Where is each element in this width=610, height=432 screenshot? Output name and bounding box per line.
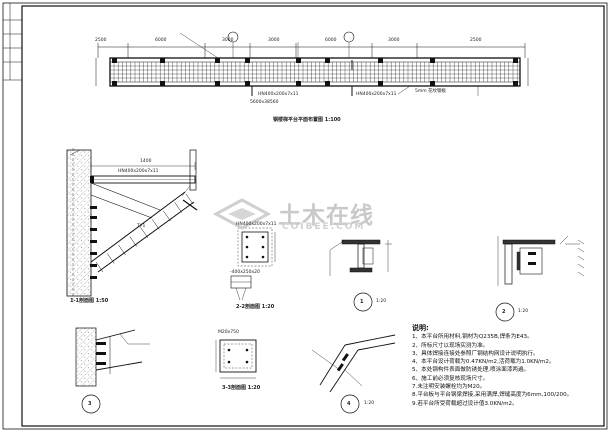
plan-plate-label: 5mm 花纹钢板 [415, 89, 447, 94]
detail-1-number: 1 [360, 299, 364, 305]
plan-dim-3: 3000 [222, 38, 234, 43]
section-beam-label: HN400x200x7x11 [118, 169, 159, 174]
detail-4 [311, 334, 396, 414]
plan-view [95, 31, 529, 96]
inner-frame [21, 5, 605, 427]
detail-3-number: 3 [88, 401, 92, 407]
notes-line-7: 7.未注明安装螺栓均为M20。 [412, 384, 486, 391]
plan-caption: 钢楼梯平台平面布置图 1:100 [273, 117, 341, 123]
bolt-label: M20x750 [218, 330, 239, 335]
detail-3-3-caption: 3-3剖面图 1:20 [222, 385, 261, 391]
notes-line-9: 9.若平台所受荷载超过设计值3.0KN/m2。 [412, 400, 518, 407]
section-caption: 1-1剖面图 1:50 [70, 298, 109, 304]
section-1-1 [66, 148, 198, 300]
watermark-sub-text: COIBEE.COM [282, 222, 366, 232]
detail-3-3 [215, 339, 257, 379]
plan-dim-1: 2500 [95, 38, 107, 43]
notes-line-2: 2、所标尺寸以现场实测为准。 [412, 342, 489, 349]
notes-title: 说明: [412, 324, 429, 332]
notes-line-8: 8.平台板与平台钢梁焊接,采用满焊,焊缝高度为6mm,100/200。 [412, 392, 573, 399]
watermark-main-text: 土木在线 [278, 203, 374, 229]
plate-detail-caption: 2-2剖面图 1:20 [236, 304, 275, 310]
watermark: 土木在线 COIBEE.COM [212, 196, 412, 236]
notes-line-6: 6、施工前必须复核现场尺寸。 [412, 375, 489, 382]
section-top-dim: 1400 [140, 159, 152, 164]
plan-beam-label-2: HN400x200x7x11 [356, 92, 397, 97]
detail-3 [75, 327, 150, 414]
section-stair-label: TJ-1 [137, 224, 146, 229]
notes-line-3: 3、具体焊接连接处参照厂钢结构网设计说明执行。 [412, 350, 539, 357]
detail-1 [329, 239, 392, 312]
design-notes: 说明: 1、本平台所用材料,钢材为Q235B,焊条为E43。 2、所标尺寸以现场… [412, 324, 602, 408]
plan-dim-4: 3000 [268, 38, 280, 43]
plan-dim-7: 2500 [470, 38, 482, 43]
detail-2 [495, 235, 585, 322]
plan-dim-6: 3000 [388, 38, 400, 43]
plate-size-label: -400x250x20 [230, 270, 260, 275]
watermark-logo-icon [212, 198, 272, 230]
notes-line-4: 4、本平台设计荷载为0.47KN/m2,活荷载为1.0KN/m2。 [412, 359, 555, 366]
plan-dim-2: 6000 [155, 38, 167, 43]
detail-1-scale: 1:20 [376, 299, 387, 304]
detail-4-number: 4 [347, 401, 351, 407]
plate-detail-label: HN400x200x7x11 [236, 222, 277, 227]
plan-beam-label-1: HN400x200x7x11 [258, 92, 299, 97]
plate-detail [230, 227, 276, 301]
plan-total: 5600x38560 [250, 100, 279, 105]
notes-line-5: 5、本处钢构件表面做防锈处理,喷涂面漆两遍。 [412, 367, 530, 374]
plan-dim-5: 6000 [325, 38, 337, 43]
notes-line-1: 1、本平台所用材料,钢材为Q235B,焊条为E43。 [412, 334, 533, 341]
detail-2-number: 2 [502, 309, 506, 315]
detail-2-scale: 1:20 [518, 309, 529, 314]
detail-4-scale: 1:20 [364, 401, 375, 406]
